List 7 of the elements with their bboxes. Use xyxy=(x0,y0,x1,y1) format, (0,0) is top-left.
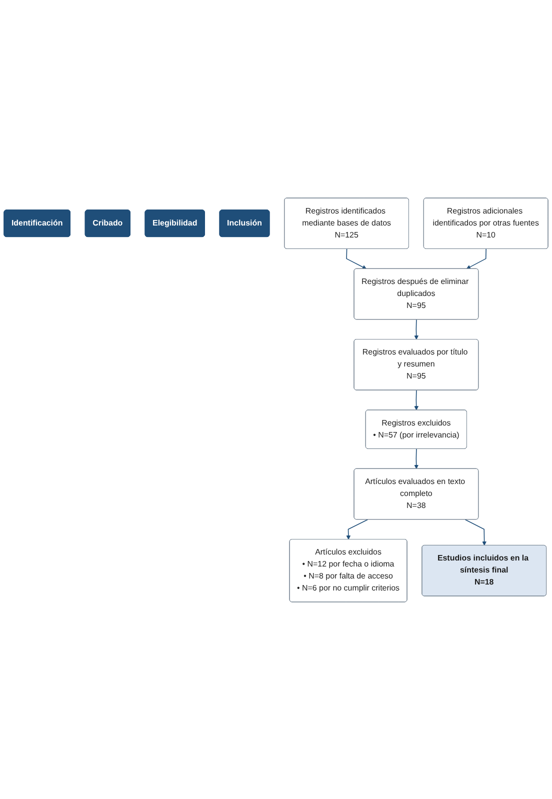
arrow xyxy=(414,389,419,410)
arrow xyxy=(414,448,419,469)
arrow xyxy=(346,518,368,540)
arrow xyxy=(414,318,419,340)
arrow xyxy=(346,248,367,269)
arrow xyxy=(464,518,486,546)
arrow xyxy=(466,248,486,269)
